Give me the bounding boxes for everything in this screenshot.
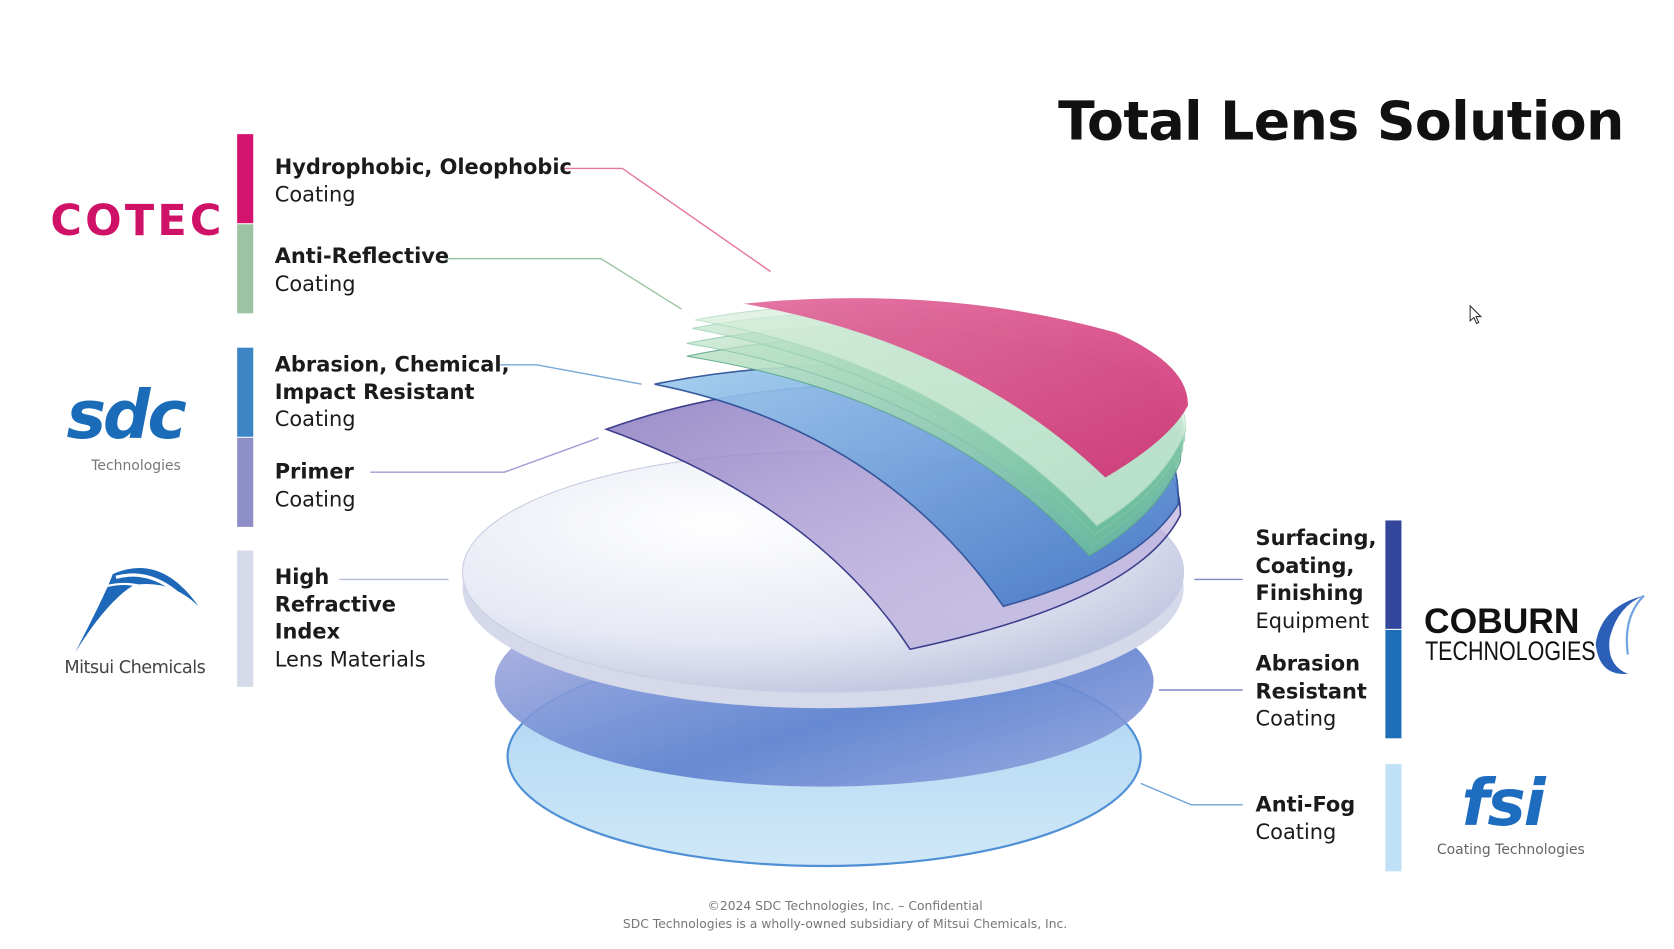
label-bold: Refractive <box>274 591 396 617</box>
label-bold: Coating, <box>1255 553 1355 578</box>
leader-lines <box>339 167 1243 806</box>
primer-color-bar <box>237 437 254 527</box>
sdc-logo-subtitle: Technologies <box>91 458 181 475</box>
label-bold: Resistant <box>1255 678 1367 704</box>
label-bold: High <box>274 564 330 590</box>
label-abrasion-resistant: Abrasion Resistant Coating <box>1256 650 1367 732</box>
fsi-logo-subtitle: Coating Technologies <box>1436 842 1585 859</box>
label-sub: Coating <box>274 486 356 512</box>
mouse-cursor-icon <box>1469 304 1483 325</box>
coburn-logo: COBURN <box>1424 600 1580 641</box>
anti-reflective-color-bar <box>237 224 254 314</box>
label-bold: Hydrophobic, Oleophobic <box>274 154 572 180</box>
mitsui-swoosh-logo-icon <box>75 567 199 653</box>
coburn-logo-subtitle: TECHNOLOGIES <box>1425 636 1596 667</box>
hydrophobic-layer <box>743 298 1188 478</box>
label-high-index: High Refractive Index Lens Materials <box>275 563 426 672</box>
label-hydrophobic: Hydrophobic, Oleophobic Coating <box>275 153 572 208</box>
label-sub: Coating <box>1255 706 1337 731</box>
mitsui-logo-text: Mitsui Chemicals <box>64 656 206 678</box>
label-bold: Abrasion, Chemical, <box>274 351 510 377</box>
label-sub: Coating <box>274 406 356 432</box>
label-sub: Equipment <box>1255 607 1370 633</box>
footer: ©2024 SDC Technologies, Inc. – Confident… <box>0 897 1674 933</box>
surfacing-color-bar <box>1385 520 1402 629</box>
label-bold: Surfacing, <box>1255 525 1377 551</box>
label-bold: Abrasion <box>1255 651 1361 677</box>
label-anti-reflective: Anti-Reflective Coating <box>275 243 449 298</box>
label-bold: Finishing <box>1255 580 1364 606</box>
hydrophobic-color-bar <box>237 134 254 224</box>
slide-title: Total Lens Solution <box>1058 90 1624 153</box>
label-bold: Anti-Fog <box>1255 791 1356 817</box>
label-abrasion-chemical: Abrasion, Chemical, Impact Resistant Coa… <box>275 351 510 433</box>
label-primer: Primer Coating <box>275 458 356 513</box>
label-sub: Coating <box>1255 819 1337 844</box>
label-bold: Anti-Reflective <box>274 243 450 269</box>
label-sub: Lens Materials <box>274 646 426 672</box>
label-surfacing: Surfacing, Coating, Finishing Equipment <box>1256 525 1377 634</box>
label-anti-fog: Anti-Fog Coating <box>1256 791 1356 846</box>
fsi-logo: fsi <box>1461 766 1546 842</box>
label-bold: Index <box>274 619 341 644</box>
sdc-logo: sdc <box>66 375 187 454</box>
label-bold: Primer <box>274 459 354 484</box>
footer-copyright: ©2024 SDC Technologies, Inc. – Confident… <box>707 898 983 914</box>
label-bold: Impact Resistant <box>274 379 475 405</box>
abrasion-chemical-color-bar <box>237 347 254 437</box>
footer-subsidiary-note: SDC Technologies is a wholly-owned subsi… <box>622 916 1068 932</box>
cotec-logo: COTEC <box>50 196 225 246</box>
anti-fog-color-bar <box>1385 764 1402 872</box>
label-sub: Coating <box>274 181 356 207</box>
abrasion-resistant-color-bar <box>1385 629 1402 739</box>
high-index-color-bar <box>237 550 254 687</box>
coburn-swoosh-icon <box>1595 594 1645 675</box>
label-sub: Coating <box>274 270 356 296</box>
